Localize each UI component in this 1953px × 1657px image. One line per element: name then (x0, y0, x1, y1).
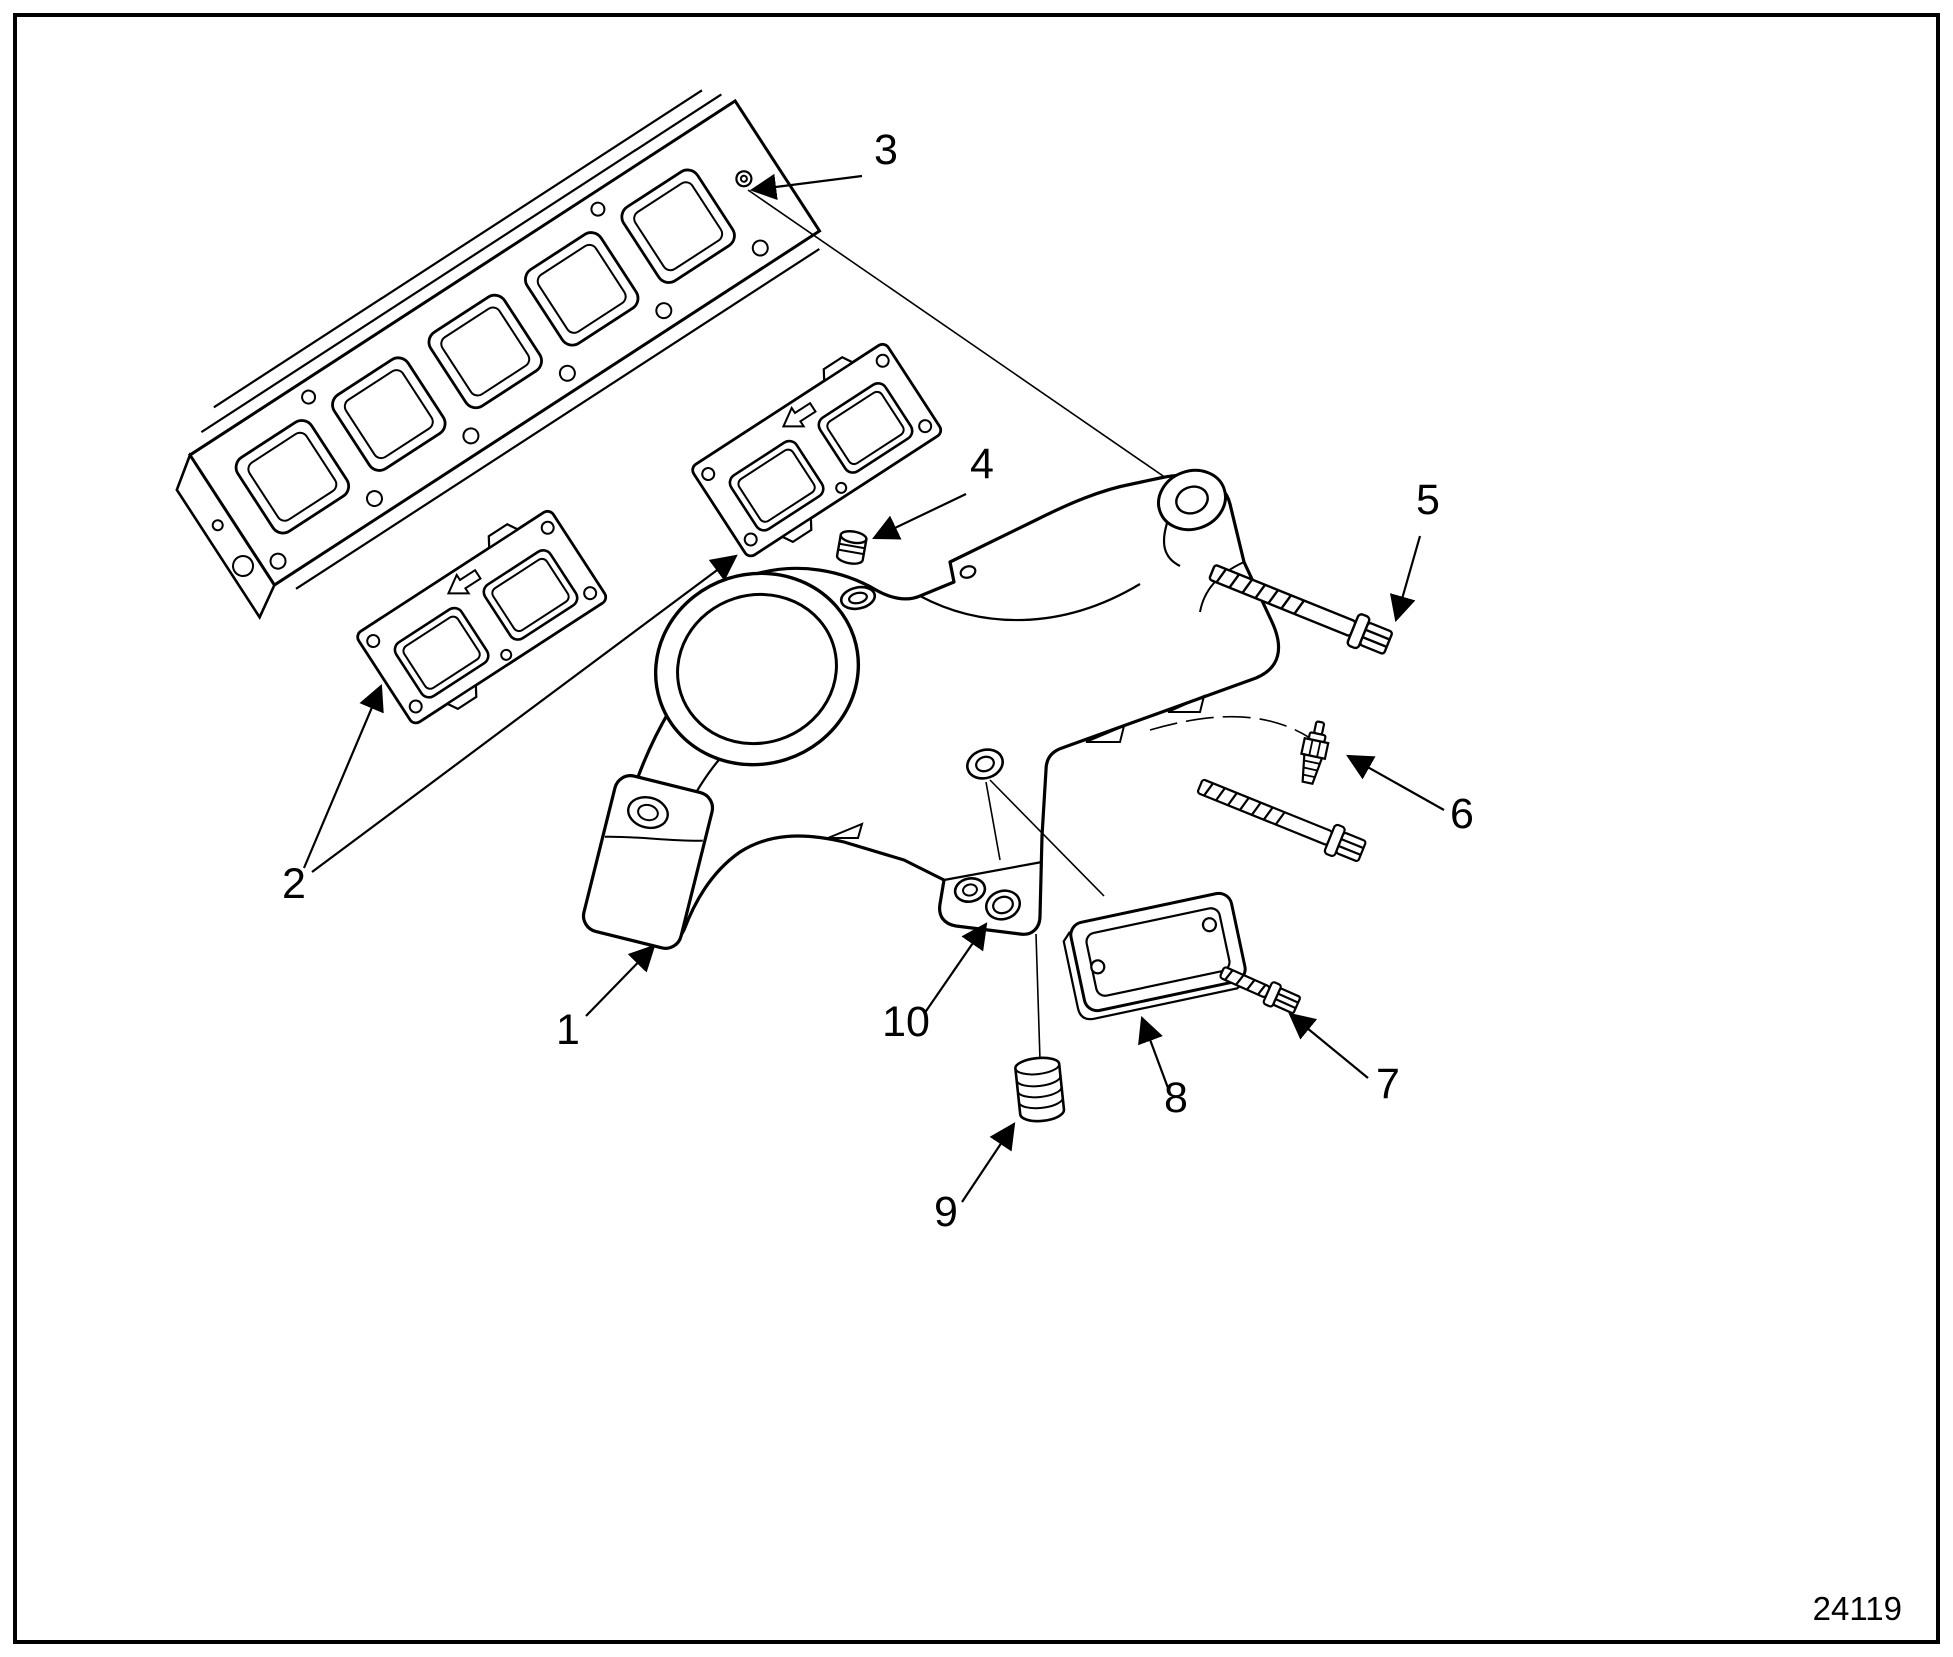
alignment-line-boss-to-block (985, 781, 1001, 861)
manifold-mounting-foot (581, 774, 715, 950)
head-bolt-hole (365, 490, 383, 508)
head-top-edge-line (213, 89, 703, 409)
callout-7-leader (1288, 1012, 1369, 1079)
head-end-hole (232, 555, 255, 578)
callout-8-leader (1138, 1015, 1170, 1089)
alignment-line-head-to-manifold (747, 189, 1167, 479)
alignment-line-block-to-plug (1035, 933, 1041, 1061)
block-boss-hole (953, 877, 987, 903)
exhaust-manifold (581, 468, 1281, 950)
head-top-edge-line (200, 93, 722, 434)
cup-plug-9 (1014, 1056, 1066, 1123)
manifold-surface-line (1162, 519, 1181, 567)
callout-4-leader (872, 493, 967, 540)
callout-1-leader (585, 944, 656, 1017)
callout-10-leader (923, 922, 988, 1015)
head-bolt-hole (269, 552, 287, 570)
callout-6-leader (1346, 754, 1445, 811)
exhaust-gasket-2 (683, 331, 951, 569)
callout-6-label: 6 (1450, 790, 1474, 838)
head-exhaust-port (620, 168, 736, 284)
head-bolt-hole (558, 364, 576, 382)
callout-2-leader (311, 554, 738, 873)
manifold-block-edge (943, 860, 1043, 882)
bracket-hole (959, 565, 977, 579)
head-exhaust-port (234, 419, 351, 535)
callout-10-label: 10 (882, 998, 930, 1046)
callout-2: 2 (282, 554, 738, 908)
head-bottom-edge-line (295, 248, 820, 590)
alignment-line-boss-to-cover (989, 779, 1105, 897)
callout-9-leader (961, 1122, 1016, 1203)
figure-border (13, 13, 1940, 1644)
cylinder-head (175, 89, 822, 620)
manifold-upper-lug (1157, 468, 1227, 532)
head-end-hole (211, 519, 224, 532)
flange-bolt-lower (1193, 770, 1370, 868)
callout-5: 5 (1389, 476, 1440, 623)
bolt-7 (1216, 959, 1303, 1018)
callout-1: 1 (556, 944, 656, 1054)
foot-bolt-hole (637, 803, 659, 822)
callout-4: 4 (872, 440, 994, 540)
callout-8: 8 (1138, 1015, 1188, 1122)
callout-7: 7 (1288, 1012, 1400, 1108)
callout-2-label: 2 (282, 860, 306, 908)
manifold-surface-line (1199, 561, 1245, 613)
exhaust-gasket-1 (348, 498, 616, 736)
sensor-6 (1300, 720, 1330, 786)
callout-10: 10 (882, 922, 988, 1046)
head-bolt-hole (751, 239, 769, 257)
manifold-rib (1085, 724, 1126, 743)
alignment-line-to-sensor (1149, 715, 1311, 739)
callout-1-label: 1 (556, 1006, 580, 1054)
head-bolt-hole (655, 302, 673, 320)
callout-8-label: 8 (1164, 1074, 1188, 1122)
callout-3-label: 3 (874, 126, 898, 174)
cover-plate-8 (1062, 891, 1249, 1021)
head-exhaust-port (331, 356, 447, 472)
cover-bolt-hole (1201, 917, 1218, 933)
head-bolt-hole (590, 201, 606, 217)
callout-3: 3 (749, 126, 898, 201)
plug-boss (839, 585, 877, 611)
head-exhaust-port (427, 293, 543, 410)
callout-6: 6 (1346, 754, 1474, 838)
lug-bore (1175, 485, 1209, 515)
pipe-plug-4 (835, 530, 868, 565)
head-bolt-hole (301, 389, 317, 405)
callout-9: 9 (934, 1122, 1016, 1236)
figure-number: 24119 (1813, 1590, 1902, 1627)
head-exhaust-port (524, 231, 640, 347)
callout-5-leader (1389, 535, 1422, 623)
callout-9-label: 9 (934, 1188, 958, 1236)
center-boss (966, 748, 1004, 780)
callout-5-label: 5 (1416, 476, 1440, 524)
head-bolt-hole (462, 427, 480, 445)
manifold-rib (1167, 694, 1206, 713)
manifold-rib (827, 822, 864, 839)
callout-3-leader (749, 173, 863, 201)
callout-2-leader (302, 683, 384, 869)
cover-thickness-edge (1062, 931, 1249, 1021)
foot-bolt-boss (627, 795, 669, 830)
cover-bolt-hole (1090, 959, 1106, 975)
callout-4-label: 4 (970, 440, 994, 488)
callout-7-label: 7 (1376, 1060, 1400, 1108)
o-ring-10 (985, 889, 1021, 921)
manifold-surface-line (919, 583, 1141, 622)
